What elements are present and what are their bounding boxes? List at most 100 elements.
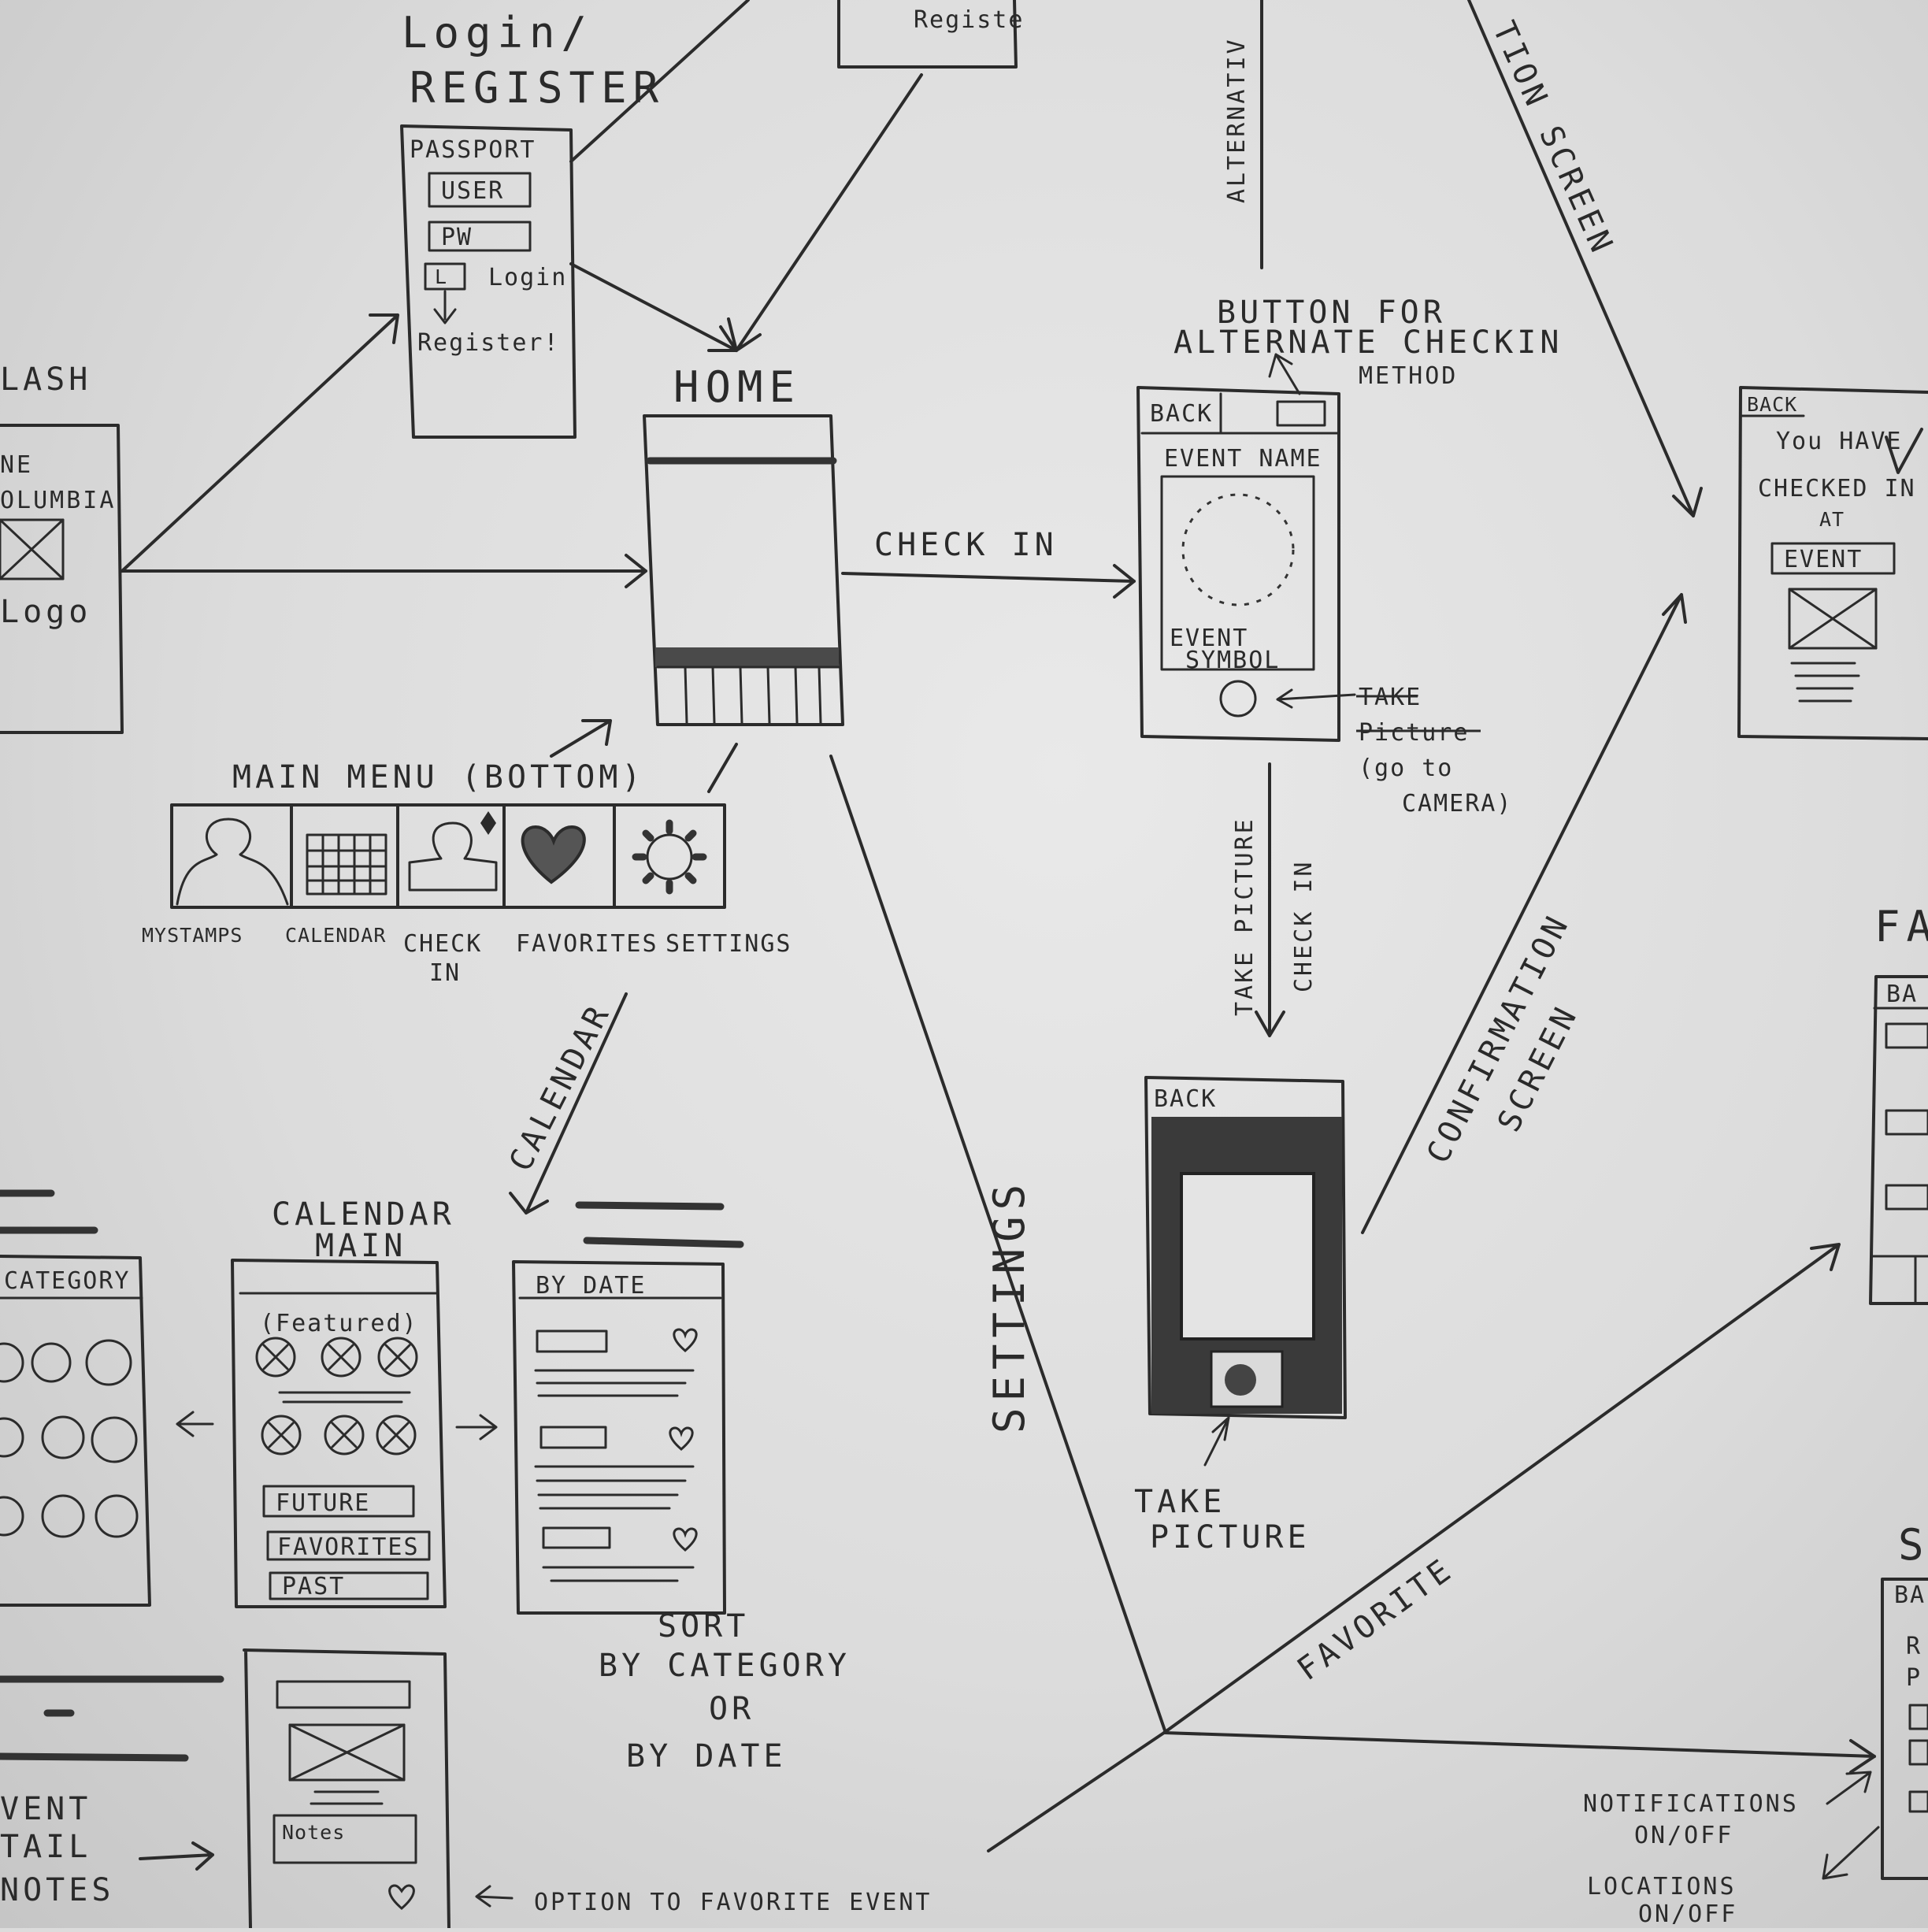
button-note: METHOD: [1359, 362, 1458, 390]
favorites-title: FA: [1874, 902, 1928, 951]
menu-label-favorites: FAVORITES: [516, 930, 658, 958]
featured-items: [255, 1337, 418, 1455]
arrow-menu-to-home: [550, 719, 612, 758]
splash-text: NE: [0, 451, 33, 479]
favorites-list: [1871, 1007, 1928, 1305]
menu-label-mystamps: MYSTAMPS: [142, 924, 243, 947]
settings-toggles: [1908, 1704, 1928, 1813]
event-image-placeholder: [1788, 588, 1878, 650]
category-title: CATEGORY: [4, 1267, 131, 1295]
arrow-register-to-home: [727, 73, 923, 352]
camera-back-button: BACK: [1154, 1085, 1217, 1113]
register-screen-label: Registe: [914, 6, 1024, 34]
by-date-title: BY DATE: [536, 1272, 646, 1300]
camera-screen: BACK TAKE PICTURE: [1134, 1076, 1347, 1556]
arrow-login-to-register: [569, 0, 750, 163]
checkmark-icon: [1885, 428, 1923, 474]
confirmation-label: TION SCREEN: [1485, 16, 1621, 261]
arrow-to-favorites-screen: [987, 1243, 1841, 1852]
home-title: HOME: [673, 362, 801, 412]
favorite-heart-icon: [669, 1426, 694, 1451]
event-symbol-area: [1160, 475, 1315, 671]
splash-screen: LASH NE OLUMBIA Logo: [0, 362, 124, 734]
event-detail-label: NOTES: [0, 1872, 114, 1908]
sort-note: BY DATE: [626, 1738, 787, 1774]
arrow-to-settings-screen: [1162, 1731, 1876, 1774]
calendar-main-title: CALENDAR: [272, 1196, 455, 1233]
image-placeholder-icon: [0, 518, 65, 580]
notes-field: [273, 1814, 417, 1864]
arrow-home-settings: [829, 755, 1167, 1734]
image-placeholder-icon: [1788, 588, 1878, 650]
settings-screen: S BA R P: [1881, 1520, 1928, 1880]
arrow-camera-to-confirmation: [1361, 593, 1687, 1234]
checkin-frame: [1136, 386, 1340, 742]
login-label: Login: [488, 264, 567, 291]
sort-note: OR: [709, 1691, 755, 1727]
event-detail-label: VENT: [0, 1791, 91, 1827]
event-detail-screen: VENT TAIL NOTES Notes: [0, 1648, 450, 1930]
settings-back: BA: [1894, 1582, 1926, 1609]
vertical-label: TAKE PICTURE: [1231, 817, 1259, 1016]
arrow-alternative-to-confirmation: [1467, 0, 1703, 517]
arrow-to-event-detail: [139, 1841, 214, 1871]
take-picture-label: TAKE: [1134, 1484, 1225, 1520]
event-symbol-circle: [1181, 493, 1295, 606]
event-symbol-label: EVENT: [1170, 625, 1248, 652]
settings-frame: [1881, 1578, 1928, 1880]
event-name-label: EVENT NAME: [1164, 445, 1322, 473]
camera-preview: [1180, 1172, 1315, 1341]
arrow-splash-to-login: [120, 313, 399, 573]
arrow-checkin-to-camera: [1255, 762, 1285, 1037]
menu-label-settings: SETTINGS: [666, 930, 792, 958]
by-date-frame: [512, 1260, 726, 1615]
login-button-label: L: [435, 265, 447, 288]
main-menu: MAIN MENU (BOTTOM) MYSTAMPS CALENDAR CHE…: [142, 719, 792, 987]
notifications-note: NOTIFICATIONS: [1583, 1790, 1799, 1818]
favorites-screen: FA BA: [1869, 902, 1928, 1305]
person-icon: [176, 818, 289, 906]
home-menu-tabs: [656, 666, 841, 725]
description-lines: [310, 1790, 384, 1805]
favorites-back: BA: [1886, 981, 1918, 1008]
calendar-arrow-label: CALENDAR: [502, 997, 618, 1177]
checkin-header: [1140, 392, 1340, 435]
future-button-label: FUTURE: [276, 1489, 370, 1517]
splash-title: LASH: [0, 362, 91, 398]
login-register-screen: Login/ REGISTER PASSPORT USER PW L Login…: [400, 8, 658, 439]
at-label: AT: [1819, 508, 1845, 531]
event-detail-label: TAIL: [0, 1829, 91, 1865]
button-note: ALTERNATE CHECKIN: [1173, 324, 1563, 361]
settings-item: P: [1906, 1664, 1922, 1692]
button-note: BUTTON FOR: [1217, 295, 1446, 331]
take-picture-label: PICTURE: [1150, 1519, 1311, 1556]
splash-logo-label: Logo: [0, 594, 91, 630]
pw-field-label: PW: [441, 224, 473, 251]
login-title: Login/: [402, 8, 593, 57]
note-arrow: [475, 1885, 514, 1908]
scribbled-out-text: [575, 1201, 744, 1248]
note-arrow: [1203, 1416, 1230, 1467]
scribbled-out-text: [0, 1675, 224, 1762]
event-field: [1770, 542, 1896, 575]
favorite-arrow-label: FAVORITE: [1291, 1551, 1460, 1688]
arrow-splash-to-home: [120, 554, 647, 588]
locations-note: ON/OFF: [1638, 1900, 1737, 1928]
alternate-checkin-button: [1276, 400, 1326, 427]
description-lines: [1790, 662, 1860, 703]
arrow-menu-to-calendar: [509, 992, 628, 1214]
checkin-arrow-label: CHECK IN: [874, 527, 1058, 563]
scribbled-out-text: [0, 1189, 98, 1234]
confirmation-screen: BACK You HAVE CHECKED IN AT EVENT: [1737, 386, 1928, 740]
by-date-list: [534, 1328, 698, 1582]
menu-label-check: CHECK: [403, 930, 482, 958]
category-frame: [0, 1255, 151, 1607]
locations-note: LOCATIONS: [1587, 1873, 1737, 1900]
favorites-frame: [1869, 975, 1928, 1305]
favorites-button-label: FAVORITES: [277, 1533, 420, 1561]
login-frame: [400, 124, 577, 439]
confirmation-frame: [1737, 386, 1928, 740]
event-field-label: EVENT: [1784, 546, 1863, 573]
